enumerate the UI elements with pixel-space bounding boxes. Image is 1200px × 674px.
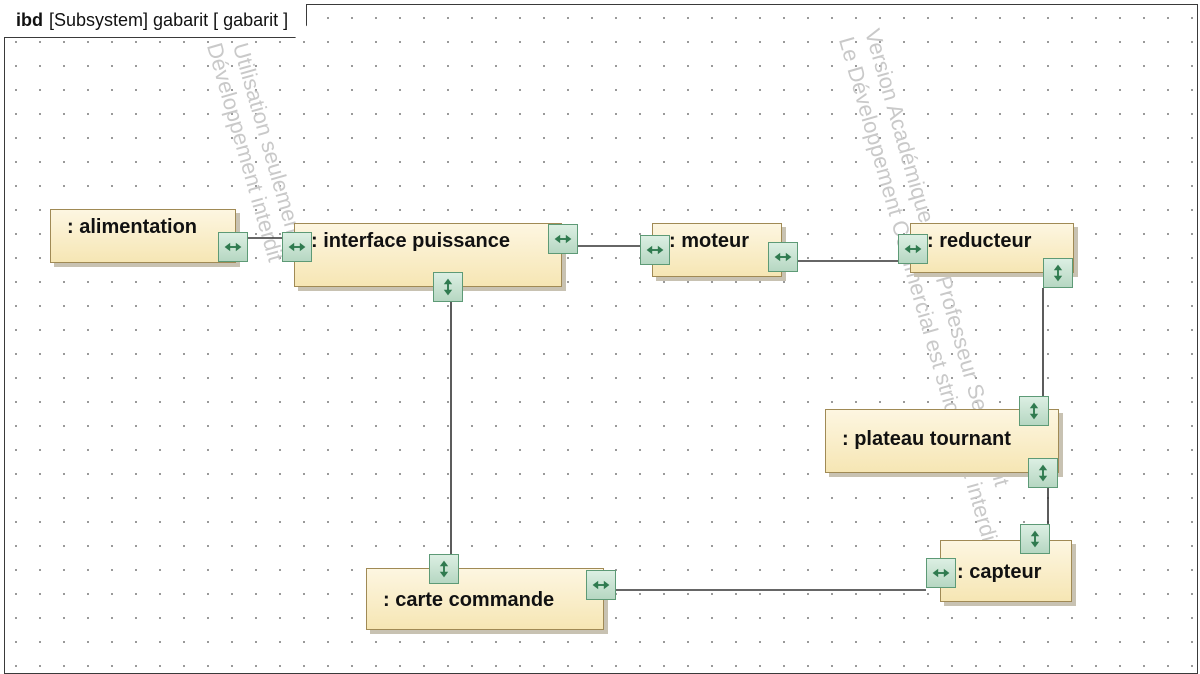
port-carte-in[interactable]: [429, 554, 459, 584]
double-arrow-vertical-icon: [1038, 464, 1048, 482]
part-interface-puissance-label: : interface puissance: [311, 230, 510, 252]
port-interface-in[interactable]: [282, 232, 312, 262]
double-arrow-horizontal-icon: [592, 580, 610, 590]
double-arrow-vertical-icon: [1029, 402, 1039, 420]
double-arrow-horizontal-icon: [932, 568, 950, 578]
part-alimentation[interactable]: : alimentation: [50, 209, 236, 263]
part-carte-commande[interactable]: : carte commande: [366, 568, 604, 630]
double-arrow-horizontal-icon: [224, 242, 242, 252]
port-interface-out[interactable]: [548, 224, 578, 254]
part-capteur[interactable]: : capteur: [940, 540, 1072, 602]
diagram-kind: ibd: [16, 10, 43, 30]
port-carte-out[interactable]: [586, 570, 616, 600]
part-moteur-label: : moteur: [669, 230, 749, 252]
double-arrow-horizontal-icon: [554, 234, 572, 244]
part-moteur[interactable]: : moteur: [652, 223, 782, 277]
port-plateau-in[interactable]: [1019, 396, 1049, 426]
double-arrow-vertical-icon: [1030, 530, 1040, 548]
double-arrow-vertical-icon: [1053, 264, 1063, 282]
diagram-stereotype: [Subsystem]: [49, 10, 149, 30]
port-moteur-out[interactable]: [768, 242, 798, 272]
double-arrow-horizontal-icon: [646, 245, 664, 255]
port-alimentation-out[interactable]: [218, 232, 248, 262]
diagram-title-tab[interactable]: ibd [Subsystem] gabarit [ gabarit ]: [4, 4, 307, 38]
port-plateau-out[interactable]: [1028, 458, 1058, 488]
part-plateau-tournant-label: : plateau tournant: [842, 428, 1011, 450]
double-arrow-horizontal-icon: [288, 242, 306, 252]
double-arrow-horizontal-icon: [774, 252, 792, 262]
part-capteur-label: : capteur: [957, 561, 1042, 583]
double-arrow-vertical-icon: [443, 278, 453, 296]
port-moteur-in[interactable]: [640, 235, 670, 265]
port-reducteur-out[interactable]: [1043, 258, 1073, 288]
diagram-type: [ gabarit ]: [213, 10, 289, 30]
part-interface-puissance[interactable]: : interface puissance: [294, 223, 562, 287]
part-carte-commande-label: : carte commande: [383, 589, 555, 611]
port-reducteur-in[interactable]: [898, 234, 928, 264]
port-capteur-in[interactable]: [1020, 524, 1050, 554]
part-reducteur-label: : reducteur: [927, 230, 1032, 252]
port-capteur-cmd[interactable]: [926, 558, 956, 588]
part-alimentation-label: : alimentation: [67, 216, 198, 238]
double-arrow-horizontal-icon: [904, 244, 922, 254]
port-interface-cmd[interactable]: [433, 272, 463, 302]
double-arrow-vertical-icon: [439, 560, 449, 578]
diagram-name: gabarit: [153, 10, 209, 30]
